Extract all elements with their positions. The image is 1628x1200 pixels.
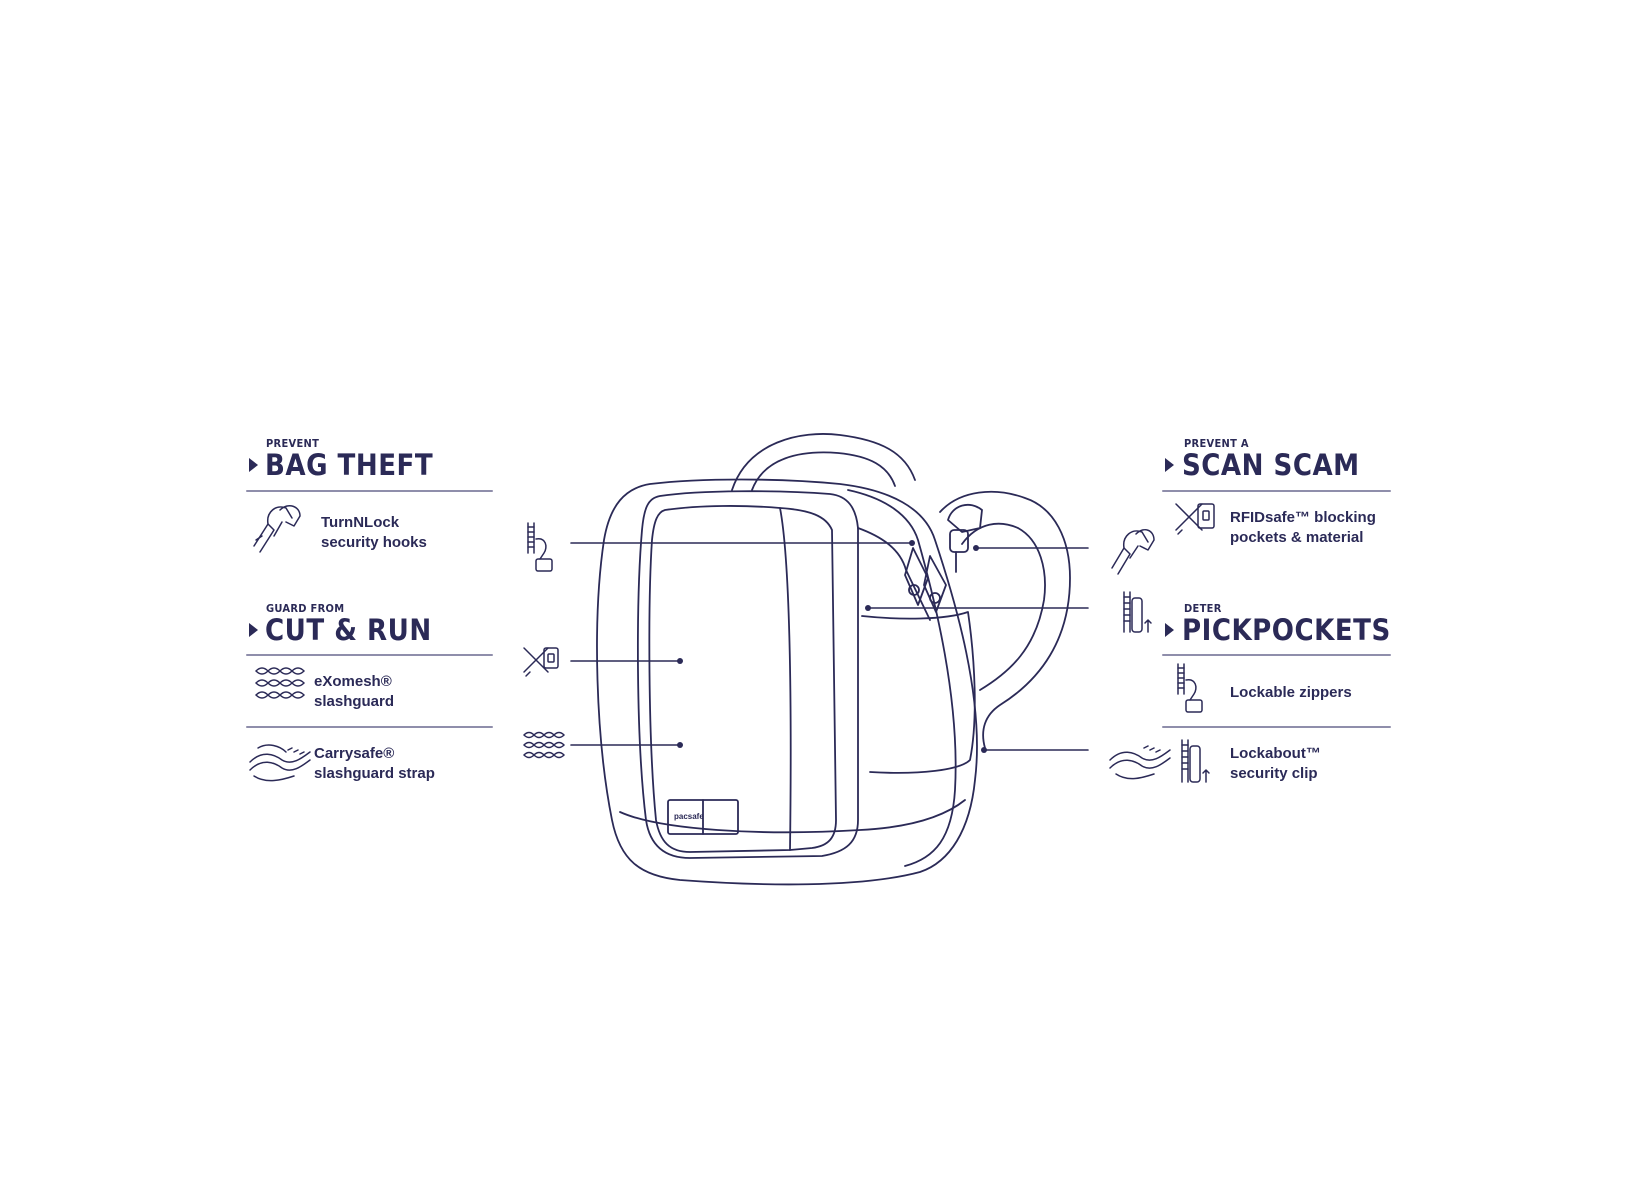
lockable-line1: Lockable zippers <box>1230 684 1352 701</box>
turnnlock-line2: security hooks <box>321 534 427 551</box>
strap-icon <box>1109 745 1171 780</box>
cut-run-arrow-icon <box>249 623 258 637</box>
carrysafe-label: Carrysafe® slashguard strap <box>314 744 435 784</box>
hook-icon <box>253 505 301 553</box>
pickpockets-arrow-icon <box>1165 623 1174 637</box>
turnnlock-line1: TurnNLock <box>321 514 400 531</box>
scan-scam-kicker: PREVENT A <box>1184 437 1249 450</box>
carrysafe-line2: slashguard strap <box>314 765 435 782</box>
pickpockets-headline: PICKPOCKETS <box>1182 613 1391 647</box>
bag-illustration <box>596 433 1071 886</box>
shoulder-strap <box>939 490 1071 749</box>
exomesh-line2: slashguard <box>314 693 395 710</box>
zipper-pulls <box>904 547 947 613</box>
scan-scam-headline: SCAN SCAM <box>1182 448 1360 482</box>
rfid-icon <box>523 647 559 677</box>
clip-icon <box>1181 739 1210 783</box>
exomesh-label: eXomesh® slashguard <box>314 672 394 712</box>
zipper-icon <box>527 522 553 572</box>
carrysafe-line1: Carrysafe® <box>314 745 395 762</box>
strap-icon <box>249 744 311 782</box>
front-panel <box>637 490 859 859</box>
hook-icon <box>1111 529 1155 575</box>
turnnlock-label: TurnNLock security hooks <box>321 513 427 553</box>
bag-handle <box>731 433 916 491</box>
bag-theft-arrow-icon <box>249 458 258 472</box>
side-zipper-seam <box>847 489 957 867</box>
bag-body <box>596 478 978 886</box>
bag-theft-headline: BAG THEFT <box>265 448 434 482</box>
lockable-label: Lockable zippers <box>1230 683 1352 703</box>
cut-run-headline: CUT & RUN <box>265 613 432 647</box>
clip-icon <box>1123 591 1152 633</box>
exomesh-line1: eXomesh® <box>314 673 392 690</box>
scan-scam-arrow-icon <box>1165 458 1174 472</box>
rfidsafe-label: RFIDsafe™ blocking pockets & material <box>1230 508 1376 548</box>
lockabout-line2: security clip <box>1230 765 1318 782</box>
bag-theft-kicker: PREVENT <box>266 437 320 450</box>
rfidsafe-line1: RFIDsafe™ blocking <box>1230 509 1376 526</box>
divider-rules <box>246 490 1391 728</box>
lockabout-line1: Lockabout™ <box>1230 745 1321 762</box>
cut-run-kicker: GUARD FROM <box>266 602 345 615</box>
zipper-icon <box>1177 663 1203 713</box>
turnnlock-hook <box>947 503 983 573</box>
brand-logo-text: pacsafe <box>674 812 704 821</box>
mesh-icon <box>255 667 305 699</box>
leader-dots <box>677 540 987 753</box>
pickpockets-kicker: DETER <box>1184 602 1222 615</box>
mesh-icon <box>523 731 565 759</box>
leader-lines <box>570 542 1089 751</box>
lockabout-label: Lockabout™ security clip <box>1230 744 1321 784</box>
rfid-icon <box>1175 503 1215 535</box>
rfidsafe-line2: pockets & material <box>1230 529 1364 546</box>
side-pocket <box>861 611 976 774</box>
